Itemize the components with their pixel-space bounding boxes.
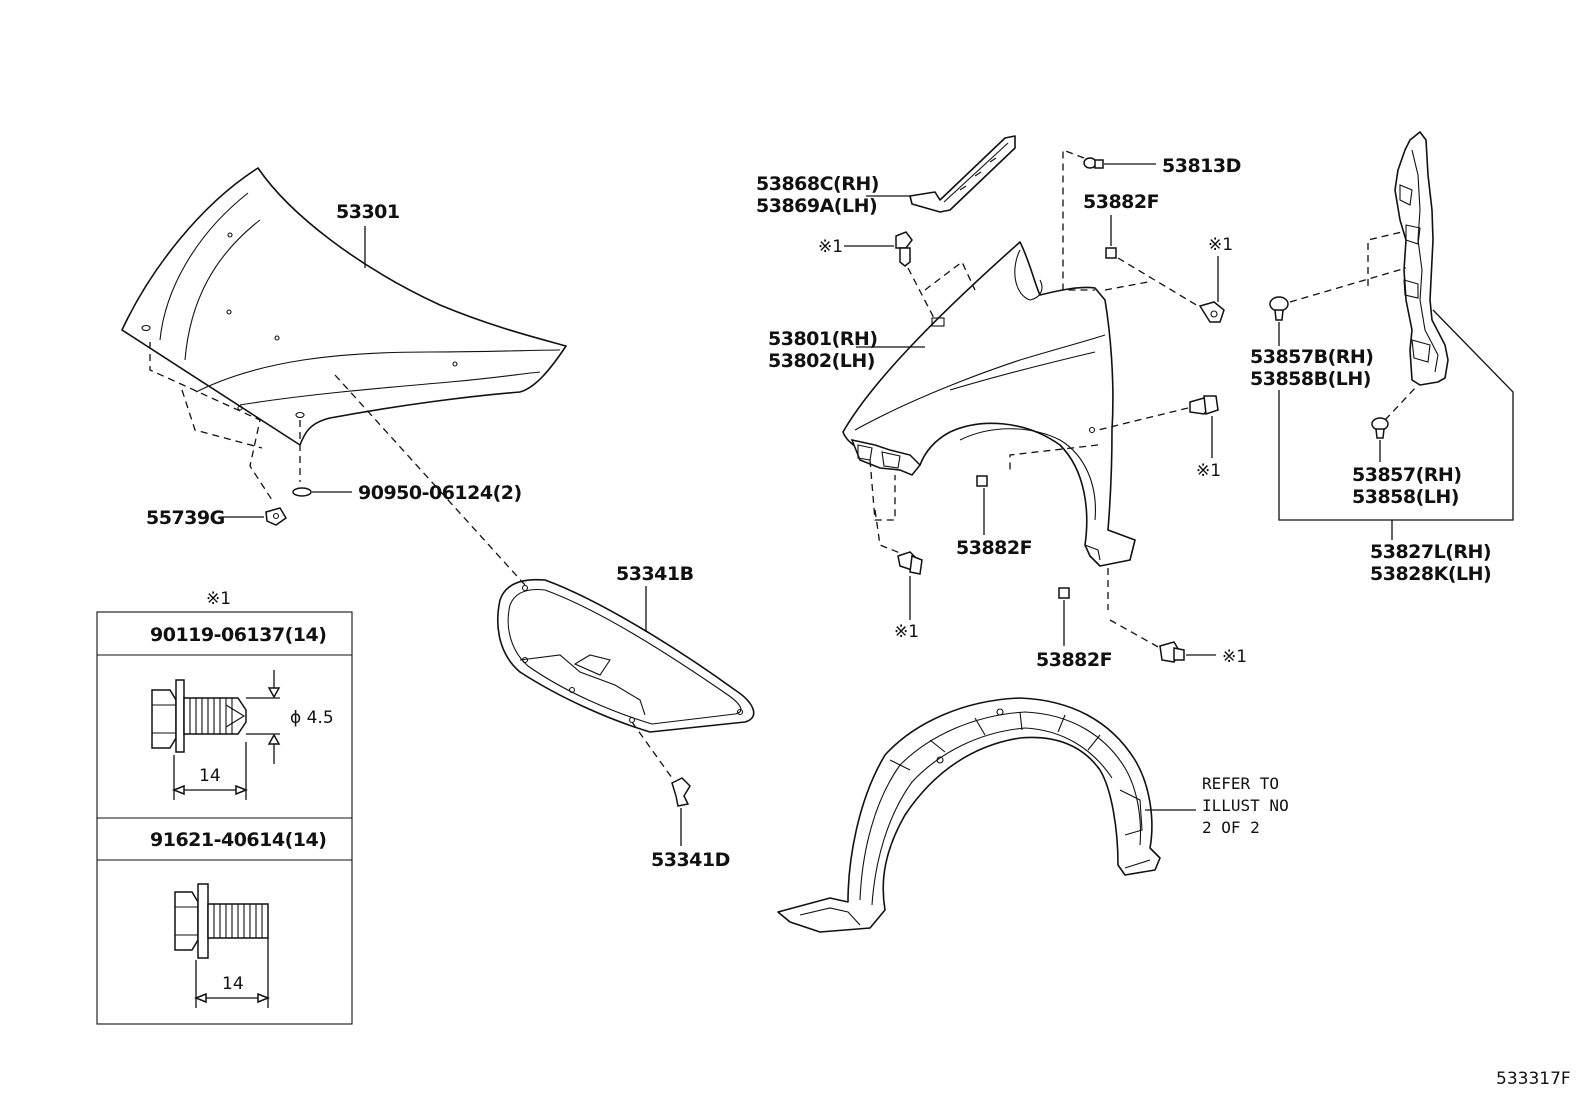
label-fender-lh: 53802(LH) (768, 350, 875, 372)
nut-icon-mid (976, 475, 988, 487)
clip-b-icon (1269, 296, 1289, 321)
label-clip-b-lh: 53858B(LH) (1250, 368, 1371, 390)
fender-bracket-part (1394, 131, 1449, 386)
dash-bracket-clipb (1289, 231, 1407, 303)
dash-hood-insulator (334, 374, 526, 586)
label-clip-b-rh: 53857B(RH) (1250, 346, 1373, 368)
flange-bolt-icon (174, 883, 269, 959)
label-ref-midright: ※1 (1196, 461, 1221, 481)
bolt-icon-topleft (895, 231, 913, 267)
dash-bracket-clip (1384, 384, 1419, 421)
bracket-group-frame (1278, 309, 1514, 521)
fender-part (842, 241, 1136, 567)
legend-item2-length: 14 (222, 974, 244, 994)
legend-title: ※1 (206, 589, 231, 609)
label-ref-topleft: ※1 (818, 237, 843, 257)
fender-seal-part (909, 135, 1016, 213)
label-insulator: 53341B (616, 563, 694, 585)
bolt-icon-topright (1198, 301, 1225, 323)
dash-nut-bottom (1107, 568, 1161, 649)
fender-liner-part (777, 697, 1161, 933)
clip-icon (1371, 417, 1389, 439)
legend-item2-part: 91621-40614(14) (150, 829, 326, 851)
label-insulator-clip: 53341D (651, 849, 730, 871)
label-hood-clip: 55739G (146, 507, 225, 529)
dash-nut-top (1104, 257, 1199, 307)
label-ref-topright: ※1 (1208, 235, 1233, 255)
dash-53813d (1062, 149, 1095, 291)
label-ref-lowerleft: ※1 (894, 622, 919, 642)
insulator-part (497, 578, 755, 733)
fastener-legend: ※1 90119-06137(14) 91621-40614(14) ϕ 4.5… (96, 589, 353, 1025)
refer-line1: REFER TO (1202, 774, 1279, 793)
refer-line2: ILLUST NO (1202, 796, 1289, 815)
dash-bolt-topleft (907, 260, 976, 321)
label-bolt-top: 53813D (1162, 155, 1241, 177)
label-hood-washer: 90950-06124(2) (358, 482, 522, 504)
refer-line3: 2 OF 2 (1202, 818, 1260, 837)
legend-item1-diameter: ϕ 4.5 (290, 708, 334, 728)
label-fender-rh: 53801(RH) (768, 328, 878, 350)
dash-hood-clip-2 (181, 389, 263, 449)
label-nut-mid: 53882F (956, 537, 1032, 559)
bolt-icon-bottomright (1159, 641, 1185, 663)
label-nut-bottom: 53882F (1036, 649, 1112, 671)
dash-bolt-lowerleft (869, 459, 906, 556)
bolt-icon-lowerleft (897, 551, 923, 575)
label-seal-rh: 53868C(RH) (756, 173, 879, 195)
bolt-icon-53813d (1083, 157, 1104, 169)
figure-id: 533317F (1496, 1069, 1571, 1089)
label-nut-top: 53882F (1083, 191, 1159, 213)
dim-length-2 (195, 938, 269, 1008)
label-seal-lh: 53869A(LH) (756, 195, 877, 217)
washer-icon (292, 487, 312, 497)
label-clip-lh: 53858(LH) (1352, 486, 1459, 508)
label-bracket-lh: 53828K(LH) (1370, 563, 1491, 585)
legend-item1-part: 90119-06137(14) (150, 624, 326, 646)
dash-bolt-midright (1009, 407, 1189, 470)
dim-lines-1 (246, 697, 280, 735)
label-bracket-rh: 53827L(RH) (1370, 541, 1491, 563)
legend-item1-length: 14 (199, 766, 221, 786)
tapping-bolt-icon (151, 679, 247, 753)
label-ref-bottomright: ※1 (1222, 647, 1247, 667)
dash-hood-clip (149, 342, 273, 501)
bolt-icon-midright (1189, 395, 1219, 416)
hood-clip-icon (265, 507, 288, 526)
insulator-clip-icon (671, 777, 691, 807)
label-hood: 53301 (336, 201, 400, 223)
label-clip-rh: 53857(RH) (1352, 464, 1462, 486)
nut-icon-top (1105, 247, 1117, 259)
nut-icon-bottom (1058, 587, 1070, 599)
